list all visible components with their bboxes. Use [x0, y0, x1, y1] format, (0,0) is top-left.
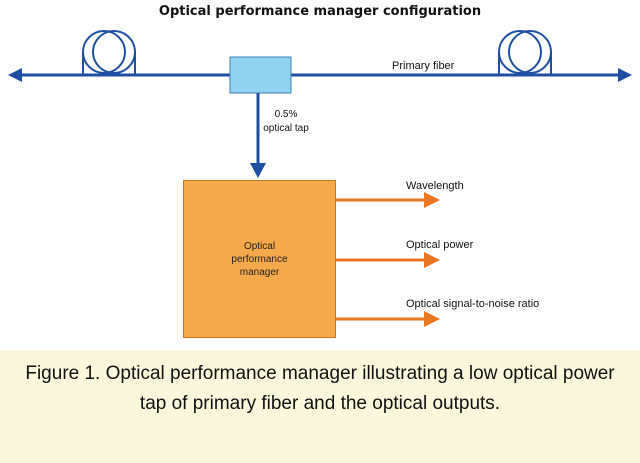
output-label-optical-power: Optical power [406, 239, 474, 251]
fiber-coil-right-icon [498, 30, 552, 75]
tap-arrowhead [250, 163, 266, 178]
primary-fiber-label: Primary fiber [392, 60, 455, 72]
fiber-arrowhead-right [618, 68, 632, 82]
optical-tap-box [229, 56, 292, 94]
diagram-canvas [8, 30, 632, 327]
fiber-arrowhead-left [8, 68, 22, 82]
tap-label-percent: 0.5% [274, 109, 298, 120]
output-label-osnr: Optical signal-to-noise ratio [406, 298, 540, 310]
tap-label-text: optical tap [263, 123, 309, 134]
optical-performance-manager-box: Optical performance manager [183, 180, 336, 338]
output-label-wavelength: Wavelength [406, 180, 464, 192]
tap-label: 0.5% optical tap [258, 108, 314, 136]
output-arrow-wavelength [336, 192, 440, 208]
output-arrow-optical-power [336, 252, 440, 268]
fiber-coil-left-icon [82, 30, 136, 75]
output-arrow-osnr [336, 311, 440, 327]
manager-label: Optical performance manager [231, 240, 288, 278]
diagram-title: Optical performance manager configuratio… [158, 4, 482, 19]
figure-caption: Figure 1. Optical performance manager il… [0, 350, 640, 463]
